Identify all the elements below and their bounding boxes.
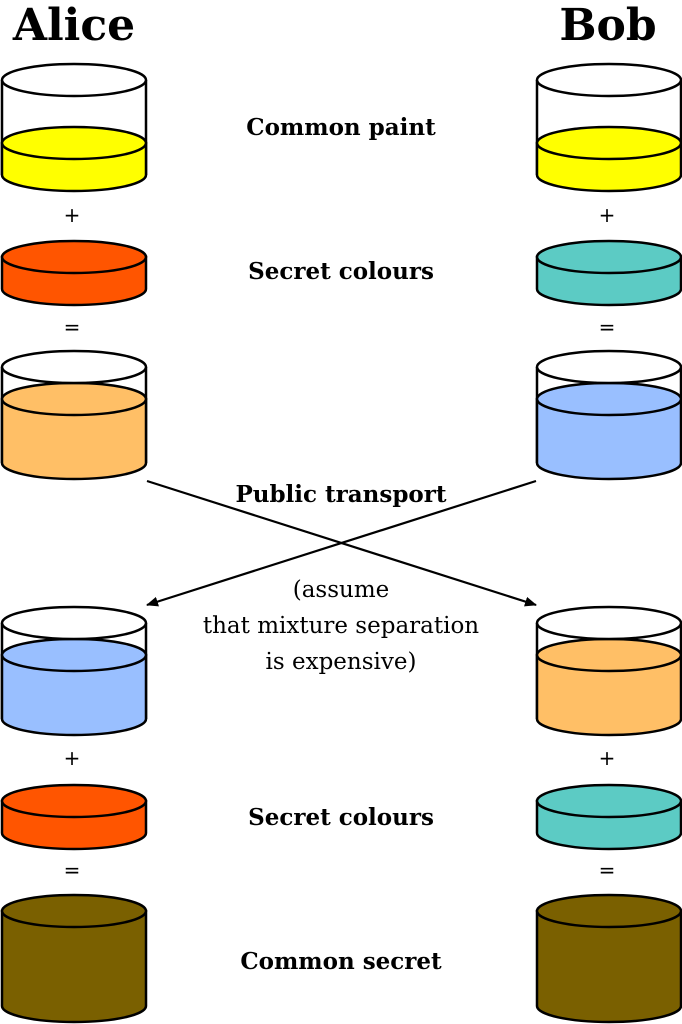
alice-plus-1: +	[64, 203, 81, 227]
bob-title: Bob	[559, 0, 656, 51]
alice-received-mixture-jar	[0, 605, 148, 737]
secret-colours-label-bottom: Secret colours	[248, 804, 434, 831]
assumption-note-line-2: that mixture separation	[203, 613, 479, 639]
bob-common-secret-jar	[535, 893, 682, 1024]
public-transport-label: Public transport	[235, 481, 446, 508]
assumption-note-line-1: (assume	[293, 577, 390, 603]
assumption-note-line-3: is expensive)	[266, 649, 417, 675]
bob-secret-colour-disc-2	[535, 783, 682, 851]
bob-equals-2: =	[599, 858, 616, 882]
alice-mixture-jar	[0, 349, 148, 481]
bob-plus-1: +	[599, 203, 616, 227]
common-paint-label: Common paint	[246, 114, 436, 141]
bob-to-alice-arrow	[146, 479, 537, 607]
alice-equals-1: =	[64, 315, 81, 339]
bob-secret-colour-disc	[535, 239, 682, 307]
alice-common-paint-jar	[0, 62, 148, 193]
secret-colours-label-top: Secret colours	[248, 258, 434, 285]
common-secret-label: Common secret	[240, 948, 442, 975]
bob-common-paint-jar	[535, 62, 682, 193]
alice-secret-colour-disc	[0, 239, 148, 307]
alice-title: Alice	[12, 0, 135, 51]
alice-secret-colour-disc-2	[0, 783, 148, 851]
bob-equals-1: =	[599, 315, 616, 339]
alice-equals-2: =	[64, 858, 81, 882]
bob-plus-2: +	[599, 746, 616, 770]
bob-received-mixture-jar	[535, 605, 682, 737]
alice-common-secret-jar	[0, 893, 148, 1024]
bob-mixture-jar	[535, 349, 682, 481]
alice-plus-2: +	[64, 746, 81, 770]
